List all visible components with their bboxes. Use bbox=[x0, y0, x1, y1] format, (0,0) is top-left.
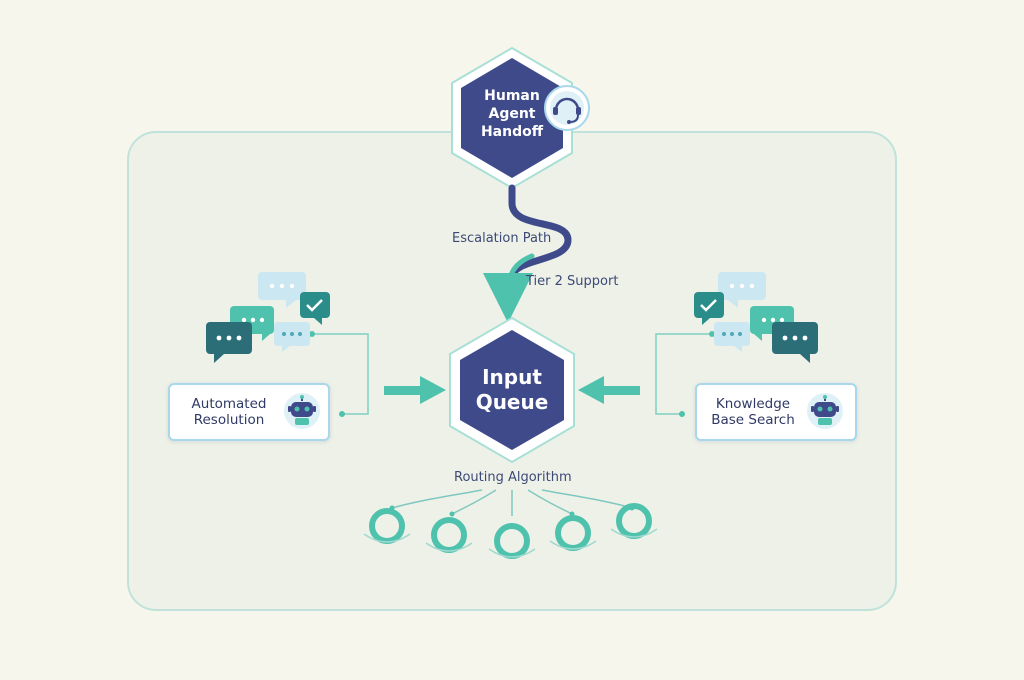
input-queue-label: Input Queue bbox=[460, 360, 564, 420]
automated-resolution-label: Automated Resolution bbox=[180, 396, 278, 428]
automated-resolution-card: Automated Resolution bbox=[168, 383, 330, 441]
left-connector bbox=[312, 333, 369, 415]
handoff-line-3: Handoff bbox=[480, 124, 544, 140]
routing-endpoint-4 bbox=[549, 515, 597, 551]
routing-endpoint-1 bbox=[363, 508, 411, 544]
tier-2-support-label: Tier 2 Support bbox=[526, 274, 619, 289]
queue-line-2: Queue bbox=[475, 390, 549, 414]
routing-endpoint-3 bbox=[488, 523, 536, 559]
chat-bubbles-left-icon bbox=[206, 272, 330, 363]
routing-endpoint-5 bbox=[610, 503, 658, 539]
escalation-path-label: Escalation Path bbox=[452, 231, 552, 246]
human-agent-handoff-label: Human Agent Handoff bbox=[462, 86, 562, 142]
automated-resolution-line-2: Resolution bbox=[193, 412, 265, 428]
queue-line-1: Input bbox=[482, 365, 542, 389]
routing-algorithm-label: Routing Algorithm bbox=[454, 470, 572, 485]
input-queue-node bbox=[449, 316, 575, 464]
right-connector bbox=[655, 333, 712, 415]
knowledge-base-line-1: Knowledge bbox=[715, 396, 791, 412]
knowledge-base-line-2: Base Search bbox=[711, 412, 795, 428]
handoff-line-1: Human bbox=[484, 88, 540, 104]
chat-bubbles-right-icon bbox=[694, 272, 818, 363]
headset-icon bbox=[544, 85, 590, 131]
handoff-line-2: Agent bbox=[488, 106, 536, 122]
knowledge-base-search-card: Knowledge Base Search bbox=[695, 383, 857, 441]
robot-icon bbox=[284, 393, 320, 429]
right-arrow bbox=[578, 376, 640, 404]
knowledge-base-search-label: Knowledge Base Search bbox=[703, 396, 803, 428]
automated-resolution-line-1: Automated bbox=[191, 396, 267, 412]
tier-2-arrow bbox=[483, 253, 535, 323]
left-arrow bbox=[384, 376, 446, 404]
robot-icon bbox=[807, 393, 843, 429]
routing-endpoint-2 bbox=[425, 517, 473, 553]
escalation-path-line bbox=[508, 184, 572, 282]
routing-tree-lines bbox=[391, 489, 633, 516]
